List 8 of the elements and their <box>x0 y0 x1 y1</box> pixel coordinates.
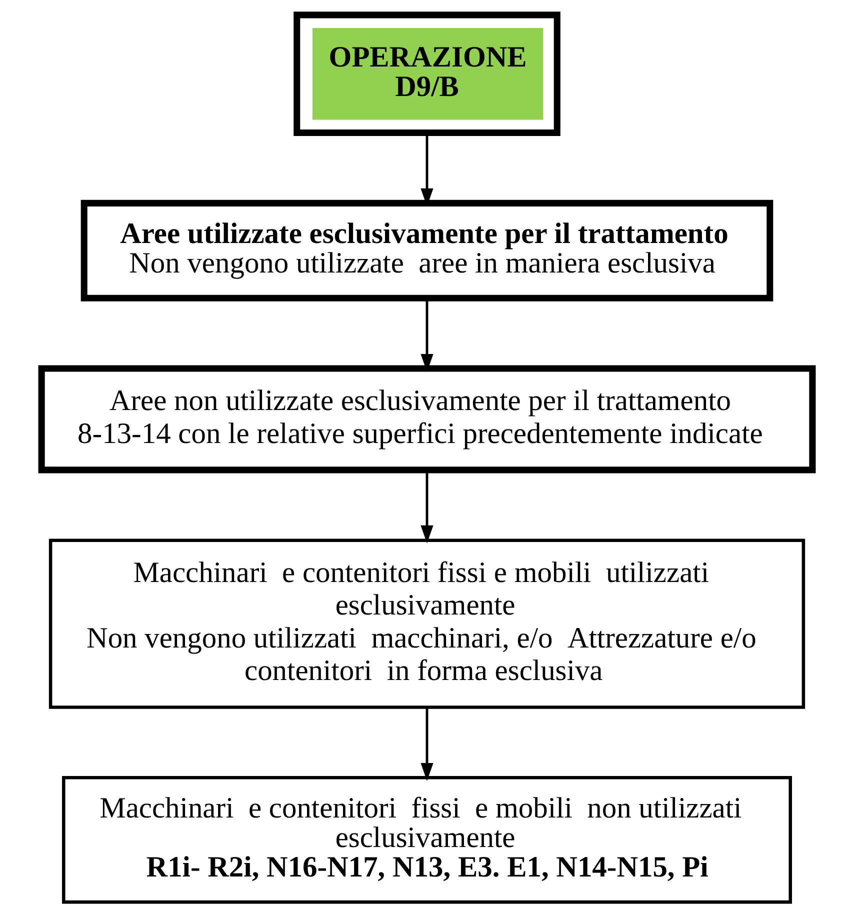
node-box: OPERAZIONE D9/B <box>294 12 560 136</box>
arrow <box>420 298 434 372</box>
node-box: Aree non utilizzate esclusivamente per il trattamento 8-13-14 con le relative superfici precedentemente indicate <box>38 365 816 474</box>
node-box: Aree utilizzate esclusivamente per il trattamento Non vengono utilizzate aree in maniera esclusiva <box>80 200 774 302</box>
node-box: Macchinari e contenitori fissi e mobili utilizzati esclusivamente Non vengono utilizzati macchinari, e/o Attrezzature e/o contenitori in forma esclusiva <box>48 538 806 709</box>
arrow <box>420 470 434 544</box>
arrow <box>420 708 434 782</box>
node-box: Macchinari e contenitori fissi e mobili non utilizzati esclusivamente R1i- R2i, N16-N17, N13, E3. E1, N14-N15, Pi <box>62 776 792 904</box>
